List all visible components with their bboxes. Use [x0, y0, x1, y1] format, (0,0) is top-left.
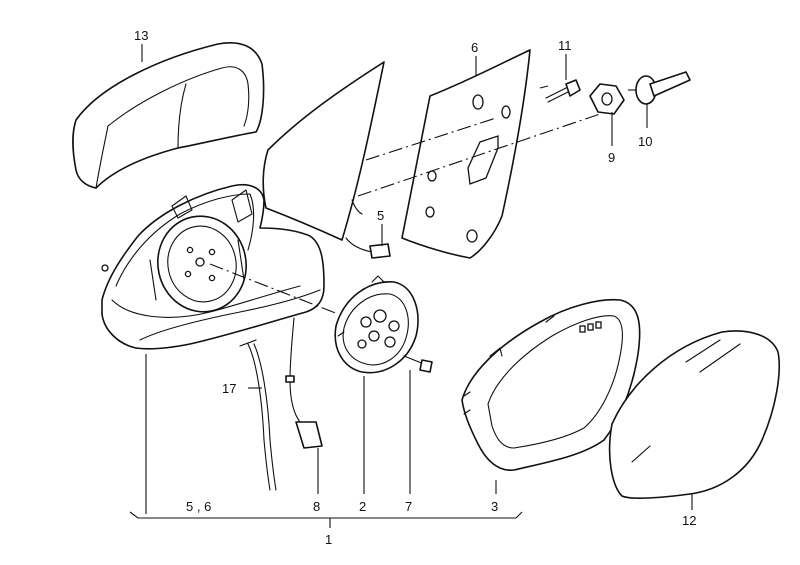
callout-8: 8: [313, 499, 320, 514]
motor-unit-part: [334, 275, 419, 374]
screw-part: [403, 355, 433, 373]
callout-5-6: 5 , 6: [186, 499, 211, 514]
callout-17: 17: [222, 381, 236, 396]
callout-labels: 13 6 11 9 10 5 17 8 2 7 3 12 5 , 6 1: [134, 28, 696, 547]
callout-5: 5: [377, 208, 384, 223]
callout-2: 2: [359, 499, 366, 514]
callout-7: 7: [405, 499, 412, 514]
connector-part: [345, 237, 391, 259]
callout-13: 13: [134, 28, 148, 43]
callout-11: 11: [558, 38, 572, 53]
alignment-lines: [209, 85, 636, 315]
mounting-plate-part: [401, 49, 531, 259]
callout-9: 9: [608, 150, 615, 165]
wiring-harness-part: [285, 317, 323, 449]
mirror-housing-part: [101, 184, 325, 350]
callout-1: 1: [325, 532, 332, 547]
callout-3: 3: [491, 499, 498, 514]
mirror-cap-part: [72, 42, 265, 189]
glass-carrier-part: [262, 61, 385, 241]
mirror-frame-part: [461, 298, 641, 471]
cable-part: [239, 339, 277, 491]
callout-6: 6: [471, 40, 478, 55]
leader-lines: [129, 44, 693, 528]
bolt-part: [545, 79, 581, 103]
washer-stud-part: [635, 71, 691, 105]
nut-part: [589, 83, 625, 115]
callout-12: 12: [682, 513, 696, 528]
callout-10: 10: [638, 134, 652, 149]
mirror-glass-part: [608, 330, 781, 499]
